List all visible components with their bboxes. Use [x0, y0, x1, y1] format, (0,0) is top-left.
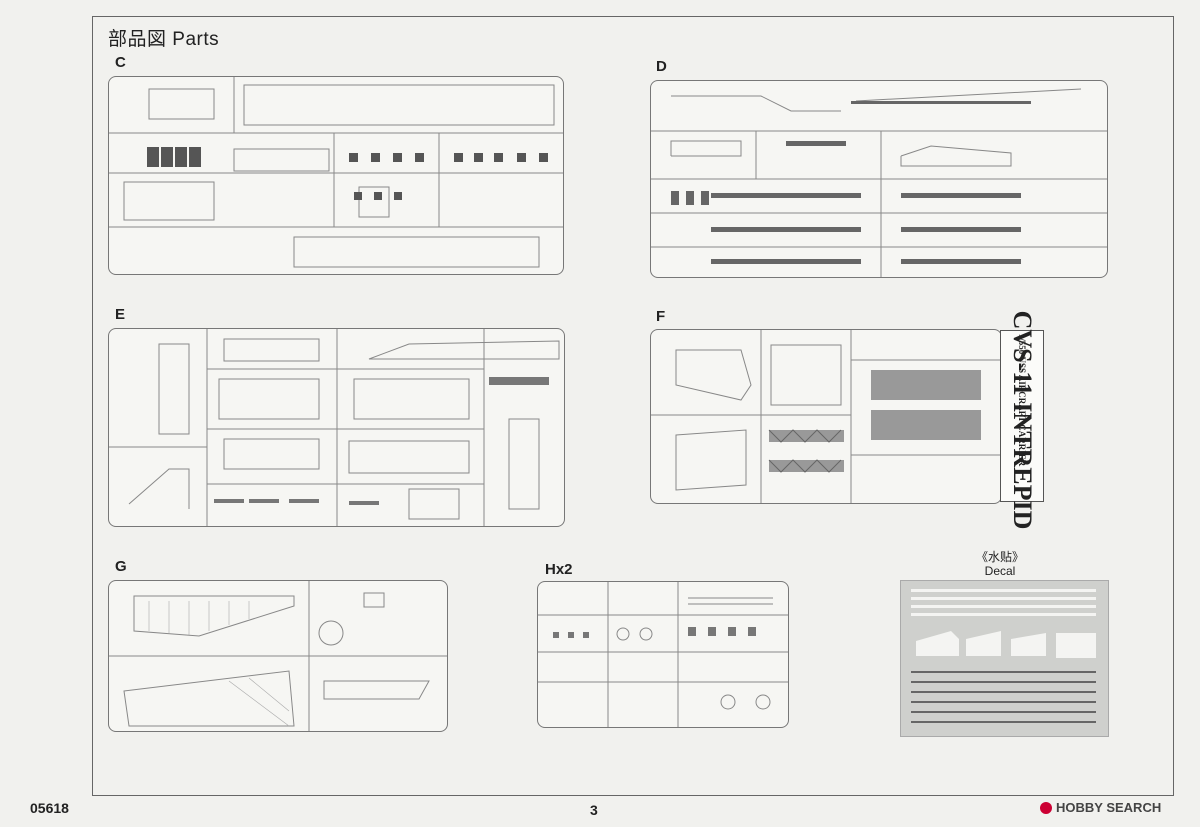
sprue-f-label: F: [656, 308, 666, 325]
decal-caption: 《水贴》 Decal: [950, 550, 1050, 578]
sprue-c-label: C: [115, 54, 126, 71]
sprue-e-diagram: [108, 328, 565, 527]
decal-art: [911, 589, 1096, 723]
sprue-h-art: [538, 582, 788, 727]
sprue-g-label: G: [115, 558, 127, 575]
decal-label-jp: 《水贴》: [975, 550, 1024, 564]
product-code: 05618: [30, 800, 69, 816]
sprue-c-diagram: [108, 76, 564, 275]
page-title: 部品図 Parts: [108, 29, 220, 50]
sprue-c-art: [109, 77, 563, 268]
sprue-h-label: Hx2: [545, 561, 573, 578]
sprue-f-diagram: [650, 329, 1002, 504]
decal-label-en: Decal: [984, 564, 1016, 578]
ship-subtitle: 1/550 USS AIRCRAFT CARRIER: [1017, 333, 1027, 467]
sprue-d-art: [651, 88, 1107, 277]
sprue-g-diagram: [108, 580, 448, 732]
sprue-e-label: E: [115, 306, 126, 323]
sprue-d-label: D: [656, 58, 667, 75]
page-number: 3: [590, 802, 598, 818]
logo-icon: [1040, 801, 1052, 814]
watermark-logo: HOBBY SEARCH: [1040, 800, 1161, 815]
sprue-f-art: [651, 330, 1001, 503]
sprue-h-diagram: [537, 581, 789, 728]
sprue-e-art: [109, 329, 560, 526]
sprue-g-art: [109, 581, 447, 731]
sprue-d-diagram: [650, 80, 1108, 278]
page-frame: [92, 16, 1174, 796]
ship-name-plate: CVS-11 INTREPID 1/550 USS AIRCRAFT CARRI…: [1000, 311, 1044, 529]
decal-sheet: [900, 580, 1109, 737]
logo-text: HOBBY SEARCH: [1056, 800, 1162, 815]
